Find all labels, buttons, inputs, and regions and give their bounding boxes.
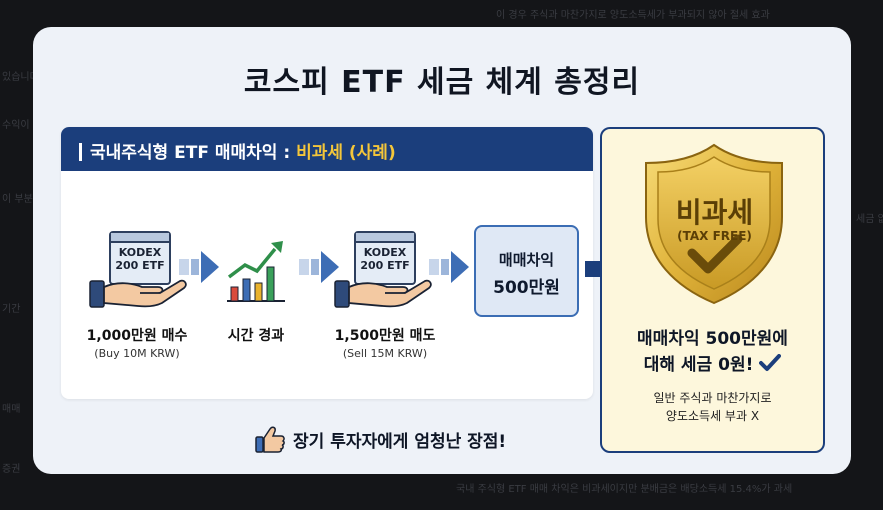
result-line-2-text: 대해 세금 0원! — [643, 355, 754, 375]
header-prefix: 국내주식형 ETF 매매차익 : — [90, 143, 297, 163]
result-line-2: 대해 세금 0원! — [602, 350, 823, 375]
flow-arrow-tail — [311, 259, 319, 275]
shield-sub-text: (TAX FREE) — [677, 229, 752, 243]
note-line-2: 양도소득세 부과 X — [665, 409, 760, 423]
shield-main-text: 비과세 — [675, 196, 754, 229]
time-elapsed-label: 시간 경과 — [227, 328, 285, 344]
checkmark-icon — [759, 354, 782, 371]
doc-line1: KODEX — [118, 246, 162, 259]
header-accent-bar — [79, 143, 82, 161]
background-snippet: 있습니다 — [2, 72, 39, 83]
buy-label: 1,000만원 매수 — [86, 328, 188, 344]
shield-graphic — [645, 143, 783, 305]
background-snippet: 증권 — [2, 464, 21, 475]
case-panel-header: 국내주식형 ETF 매매차익 : 비과세 (사례) — [61, 127, 593, 171]
thumbs-up-icon — [255, 426, 285, 453]
header-highlight: 비과세 (사례) — [296, 143, 396, 163]
flow-arrow-tail — [299, 259, 309, 275]
background-snippet: 세금 없음 — [856, 214, 883, 225]
flow-arrow-tail — [191, 259, 199, 275]
flow-arrow-icon — [451, 251, 469, 283]
page-title: 코스피 ETF 세금 체계 총정리 — [243, 65, 641, 100]
flow-arrow-tail — [429, 259, 439, 275]
background-snippet: 수익이 발생 — [2, 120, 52, 131]
background-snippet: 국내 주식형 ETF 매매 차익은 비과세이지만 분배금은 배당소득세 15.4… — [456, 484, 793, 495]
bottom-callout: 장기 투자자에게 엄청난 장점! — [255, 425, 506, 453]
flow-arrow-tail — [441, 259, 449, 275]
background-snippet: 기간 — [2, 304, 21, 315]
doc-line2: 200 ETF — [115, 259, 165, 272]
background-snippet: 이 부분 — [2, 194, 33, 205]
infographic-card: 코스피 ETF 세금 체계 총정리 국내주식형 ETF 매매차익 : 비과세 (… — [33, 27, 851, 474]
hand-holding-etf-icon — [334, 279, 432, 308]
flow-arrow-icon — [321, 251, 339, 283]
profit-box: 매매차익 500만원 — [474, 225, 579, 317]
doc-line1: KODEX — [363, 246, 407, 259]
result-panel: 비과세 (TAX FREE) 매매차익 500만원에 대해 세금 0원! 일반 … — [600, 127, 825, 453]
tax-free-shield-icon: 비과세 (TAX FREE) — [642, 141, 787, 306]
sell-label: 1,500만원 매도 — [334, 328, 436, 344]
flow-arrow-icon — [201, 251, 219, 283]
growth-chart-icon — [227, 241, 285, 302]
background-snippet: 이 경우 주식과 마찬가지로 양도소득세가 부과되지 않아 절세 효과 — [496, 10, 770, 21]
profit-label: 매매차익 — [498, 251, 555, 269]
hand-holding-etf-icon — [89, 279, 187, 308]
flow-arrow-tail — [179, 259, 189, 275]
buy-sublabel: (Buy 10M KRW) — [94, 347, 180, 360]
sell-sublabel: (Sell 15M KRW) — [342, 347, 428, 360]
profit-amount: 500만원 — [493, 278, 560, 298]
doc-line2: 200 ETF — [360, 259, 410, 272]
bottom-callout-text: 장기 투자자에게 엄청난 장점! — [293, 432, 507, 452]
background-snippet: 매매 — [2, 404, 21, 415]
note-line-1: 일반 주식과 마찬가지로 — [653, 391, 772, 405]
result-line-1: 매매차익 500만원에 — [637, 329, 788, 349]
